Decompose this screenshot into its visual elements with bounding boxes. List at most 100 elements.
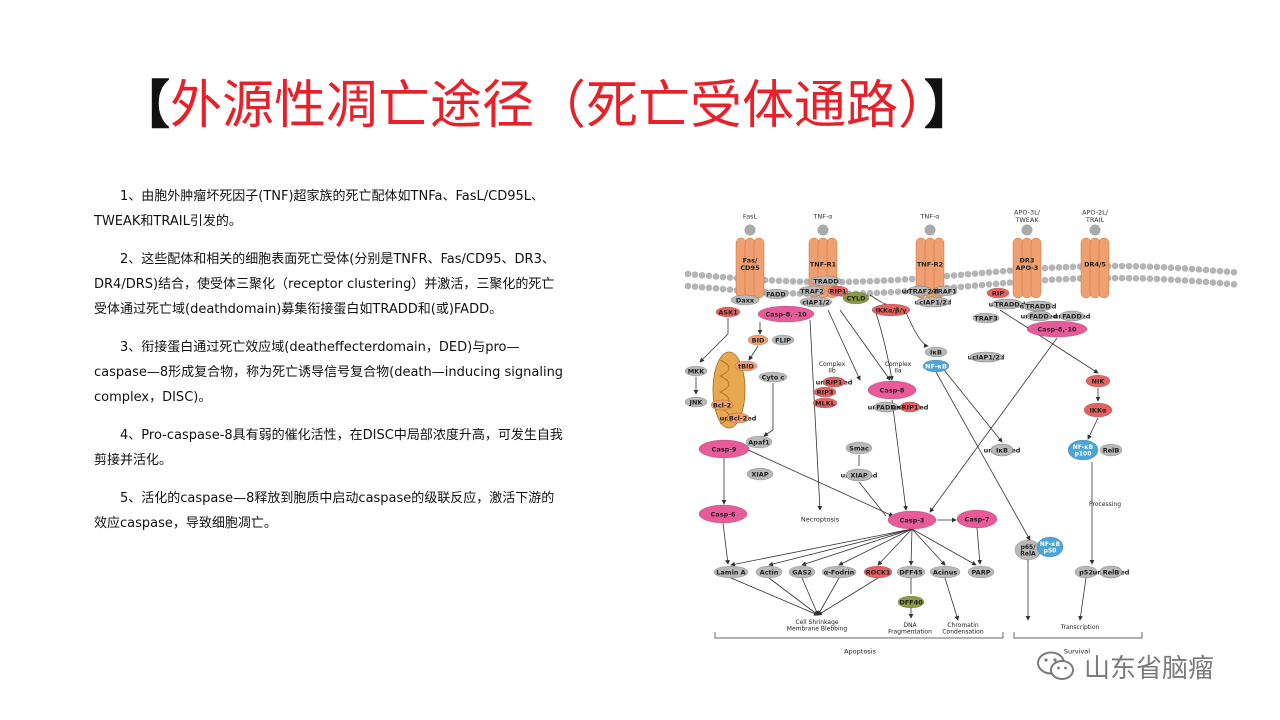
lipid-head (1139, 263, 1147, 270)
lipid-head (845, 278, 853, 286)
node-ciap12b: cIAP1/2 (916, 296, 950, 308)
node-rip1c-shape (899, 401, 921, 413)
lipid-head (1048, 264, 1056, 272)
node-casp810b-shape (1026, 320, 1088, 338)
lipid-head (1048, 276, 1056, 284)
node-casp8-label: Casp-8 (880, 386, 905, 394)
node-dff45: DFF45 (896, 565, 926, 579)
lipid-head (1160, 263, 1168, 271)
receptor-0-chain (753, 237, 765, 299)
node-casp7-label: Casp-7 (965, 515, 990, 523)
lipid-head (1181, 265, 1189, 272)
lipid-head (705, 272, 713, 280)
arrow-ciap-casp8 (839, 309, 891, 381)
node-tradd3-shape (1022, 300, 1054, 312)
lipid-head (992, 268, 1000, 276)
node-relb-label: RelB (1103, 446, 1120, 454)
lipid-head (957, 271, 965, 279)
arrow-acinus-chromatin (944, 577, 960, 621)
receptor-3-chain (1030, 237, 1042, 299)
lipid-head (1153, 275, 1161, 283)
lipid-head (1118, 274, 1126, 282)
node-mlkl-shape (812, 397, 838, 409)
lipid-head (1223, 268, 1231, 275)
node-dff45-label: DFF45 (899, 568, 923, 576)
node-xiap2-label: XIAP (850, 471, 867, 479)
receptor-2-label: TNF-R2 (917, 260, 943, 268)
arrow-fadd-necroptosis (809, 319, 823, 511)
lipid-head (1202, 266, 1210, 274)
node-p65: p65/RelA (1014, 539, 1042, 561)
node-casp9-label: Casp-9 (712, 445, 737, 453)
arrow-casp3-substrate-4 (877, 528, 913, 566)
node-fadd3-label: FADD (1062, 312, 1082, 320)
node-mkk: MKK (684, 365, 708, 377)
arrow-to-shrinkage-3 (817, 577, 840, 616)
node-traf1-label: TRAF1 (933, 287, 957, 295)
node-ciap12b-shape (916, 296, 950, 308)
node-fadd: FADD (763, 288, 789, 300)
arrow-casp3-substrate-6 (911, 528, 946, 566)
lipid-head (1069, 275, 1077, 283)
arrow-tradd-casp8 (827, 309, 861, 381)
lipid-head (726, 274, 734, 281)
node-ciap12-shape (799, 296, 833, 308)
title-text: 外源性凋亡途径（死亡受体通路） (170, 76, 925, 136)
node-ikb2-shape (990, 443, 1014, 457)
node-casp6-label: Casp-6 (711, 510, 736, 518)
node-nik-label: NIK (1092, 377, 1106, 385)
node-fadd-shape (763, 288, 789, 300)
lipid-head (985, 281, 993, 288)
lipid-head (964, 270, 972, 278)
node-casp3-shape (887, 510, 937, 530)
node-bcl2b: Bcl-2 (726, 412, 750, 424)
title-close-bracket: 】 (924, 76, 977, 136)
lipid-head (1209, 267, 1217, 274)
node-apaf1-shape (745, 435, 773, 449)
ligand-0-ball (744, 224, 756, 236)
node-rip1c: RIP1 (899, 401, 921, 413)
receptor-1-label: TNF-R1 (810, 260, 837, 268)
node-ciap12c-shape (969, 351, 1003, 363)
node-lamina: Lamin A (713, 565, 749, 579)
node-cytoc-label: Cyto c (762, 373, 785, 381)
lipid-head (1181, 277, 1189, 284)
node-xiap2: XIAP (845, 468, 873, 482)
node-jnk-label: JNK (689, 398, 704, 406)
node-traf3-label: TRAF3 (974, 314, 997, 322)
node-gas2: GAS2 (788, 565, 816, 579)
lipid-head (950, 272, 958, 279)
node-relb2-shape (1099, 565, 1123, 579)
node-relb2: RelB (1099, 565, 1123, 579)
node-ask1: ASK1 (715, 306, 741, 318)
node-rip-label: RIP (992, 289, 1004, 297)
arrow-xiap-casp3 (858, 481, 887, 517)
receptor-4-chain (1098, 237, 1110, 299)
node-traf2-label: TRAF2 (800, 287, 823, 295)
lipid-head (1209, 279, 1217, 286)
node-bcl2-label: Bcl-2 (713, 401, 731, 409)
node-rip: RIP (986, 287, 1010, 299)
node-bcl2-shape (710, 399, 734, 411)
lipid-head (887, 276, 895, 284)
lipid-head (894, 276, 902, 284)
node-rip3-shape (813, 386, 837, 398)
node-rock1-shape (863, 565, 893, 579)
node-traf2b-shape (907, 285, 933, 297)
node-ciap12c: cIAP1/2 (969, 351, 1003, 363)
node-ciap12-label: cIAP1/2 (802, 298, 830, 306)
node-casp810-shape (757, 305, 815, 323)
lipid-head (978, 269, 986, 277)
lipid-head (768, 277, 776, 284)
node-ikk: IKKα/β/γ (871, 303, 911, 317)
lipid-head (698, 271, 706, 279)
lipid-head (1041, 276, 1049, 284)
node-casp8: Casp-8 (867, 380, 917, 400)
node-ikk-shape (871, 303, 911, 317)
node-dff40-label: DFF40 (899, 598, 923, 606)
receptor-0-label: Fas/CD95 (740, 257, 760, 272)
node-acinus: Acinus (929, 565, 961, 579)
survival-bracket (1013, 632, 1143, 639)
